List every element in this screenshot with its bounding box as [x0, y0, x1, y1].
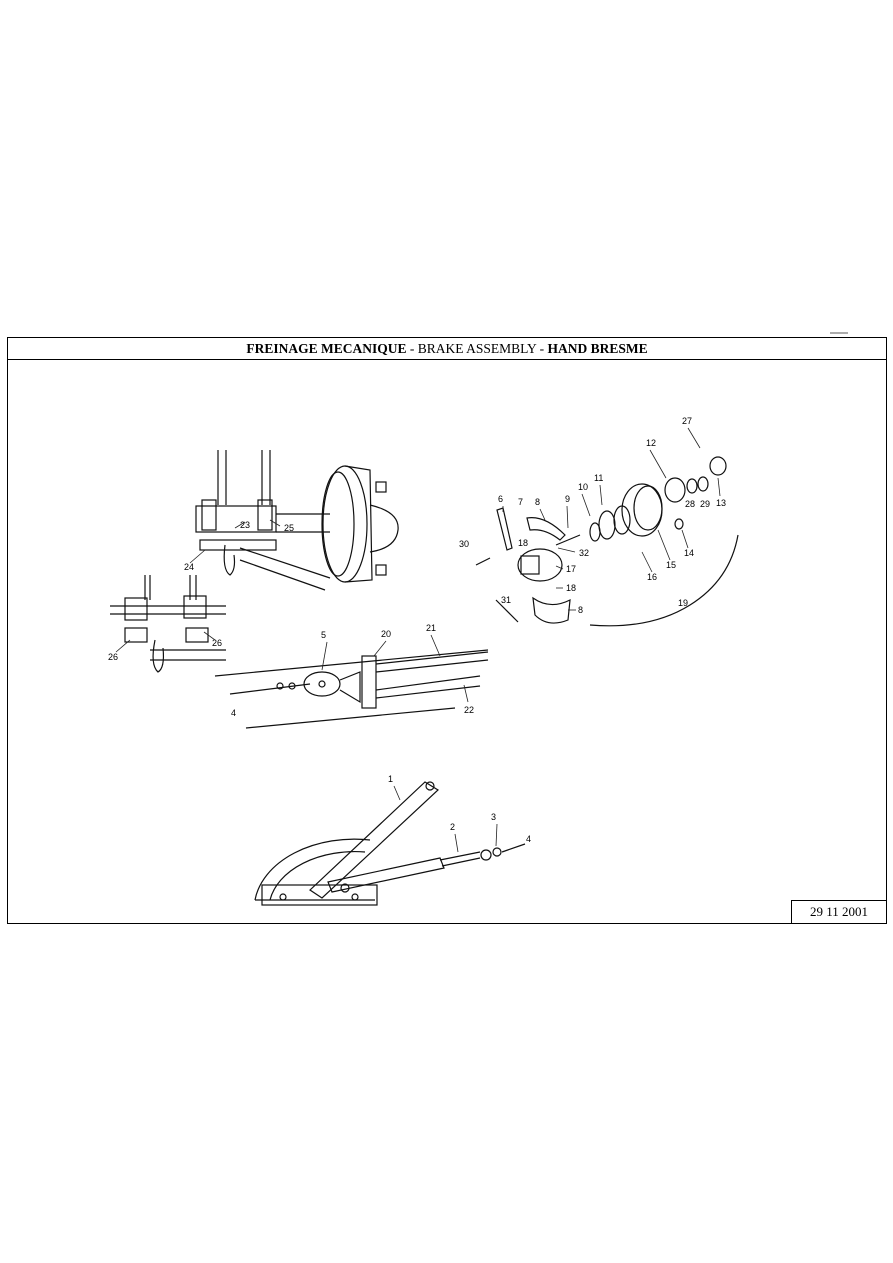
callout-26: 26: [212, 638, 222, 648]
callout-10: 10: [578, 482, 588, 492]
hand-lever-illustration: [254, 781, 526, 906]
callout-4: 4: [231, 708, 236, 718]
callout-3: 3: [491, 812, 496, 822]
callout-7: 7: [518, 497, 523, 507]
callout-8: 8: [535, 497, 540, 507]
callout-13: 13: [716, 498, 726, 508]
callout-27: 27: [682, 416, 692, 426]
callout-30: 30: [459, 539, 469, 549]
callout-8: 8: [578, 605, 583, 615]
callout-23: 23: [240, 520, 250, 530]
title-en: BRAKE ASSEMBLY: [417, 341, 537, 356]
callout-24: 24: [184, 562, 194, 572]
callout-labels: 1 2 3 4 4 5 6 7 8 8 9 10 11 12 13 14 15 …: [108, 416, 726, 844]
callout-11: 11: [594, 473, 603, 483]
callout-15: 15: [666, 560, 676, 570]
title-other: HAND BRESME: [547, 341, 648, 356]
callout-18: 18: [566, 583, 576, 593]
callout-1: 1: [388, 774, 393, 784]
clamp-illustration: [110, 575, 226, 673]
callout-2: 2: [450, 822, 455, 832]
callout-28: 28: [685, 499, 695, 509]
parts-diagram-sheet: FREINAGE MECANIQUE - BRAKE ASSEMBLY - HA…: [7, 337, 887, 924]
leader-lines: [115, 427, 721, 853]
callout-20: 20: [381, 629, 391, 639]
title-separator: -: [536, 341, 548, 356]
callout-5: 5: [321, 630, 326, 640]
callout-29: 29: [700, 499, 710, 509]
callout-18: 18: [518, 538, 528, 548]
sheet-title: FREINAGE MECANIQUE - BRAKE ASSEMBLY - HA…: [8, 338, 886, 360]
hub-exploded-illustration: [475, 456, 739, 627]
title-separator: -: [406, 341, 418, 356]
callout-17: 17: [566, 564, 576, 574]
callout-22: 22: [464, 705, 474, 715]
callout-19: 19: [678, 598, 688, 608]
callout-31: 31: [501, 595, 511, 605]
callout-16: 16: [647, 572, 657, 582]
callout-9: 9: [565, 494, 570, 504]
callout-25: 25: [284, 523, 294, 533]
date-box: 29 11 2001: [791, 900, 887, 924]
cable-pulley-illustration: [214, 649, 489, 729]
callout-4: 4: [526, 834, 531, 844]
axle-drum-illustration: [195, 450, 399, 591]
callout-6: 6: [498, 494, 503, 504]
callout-12: 12: [646, 438, 656, 448]
callout-21: 21: [426, 623, 436, 633]
callout-14: 14: [684, 548, 694, 558]
title-fr: FREINAGE MECANIQUE: [246, 341, 407, 356]
callout-26: 26: [108, 652, 118, 662]
callout-32: 32: [579, 548, 589, 558]
